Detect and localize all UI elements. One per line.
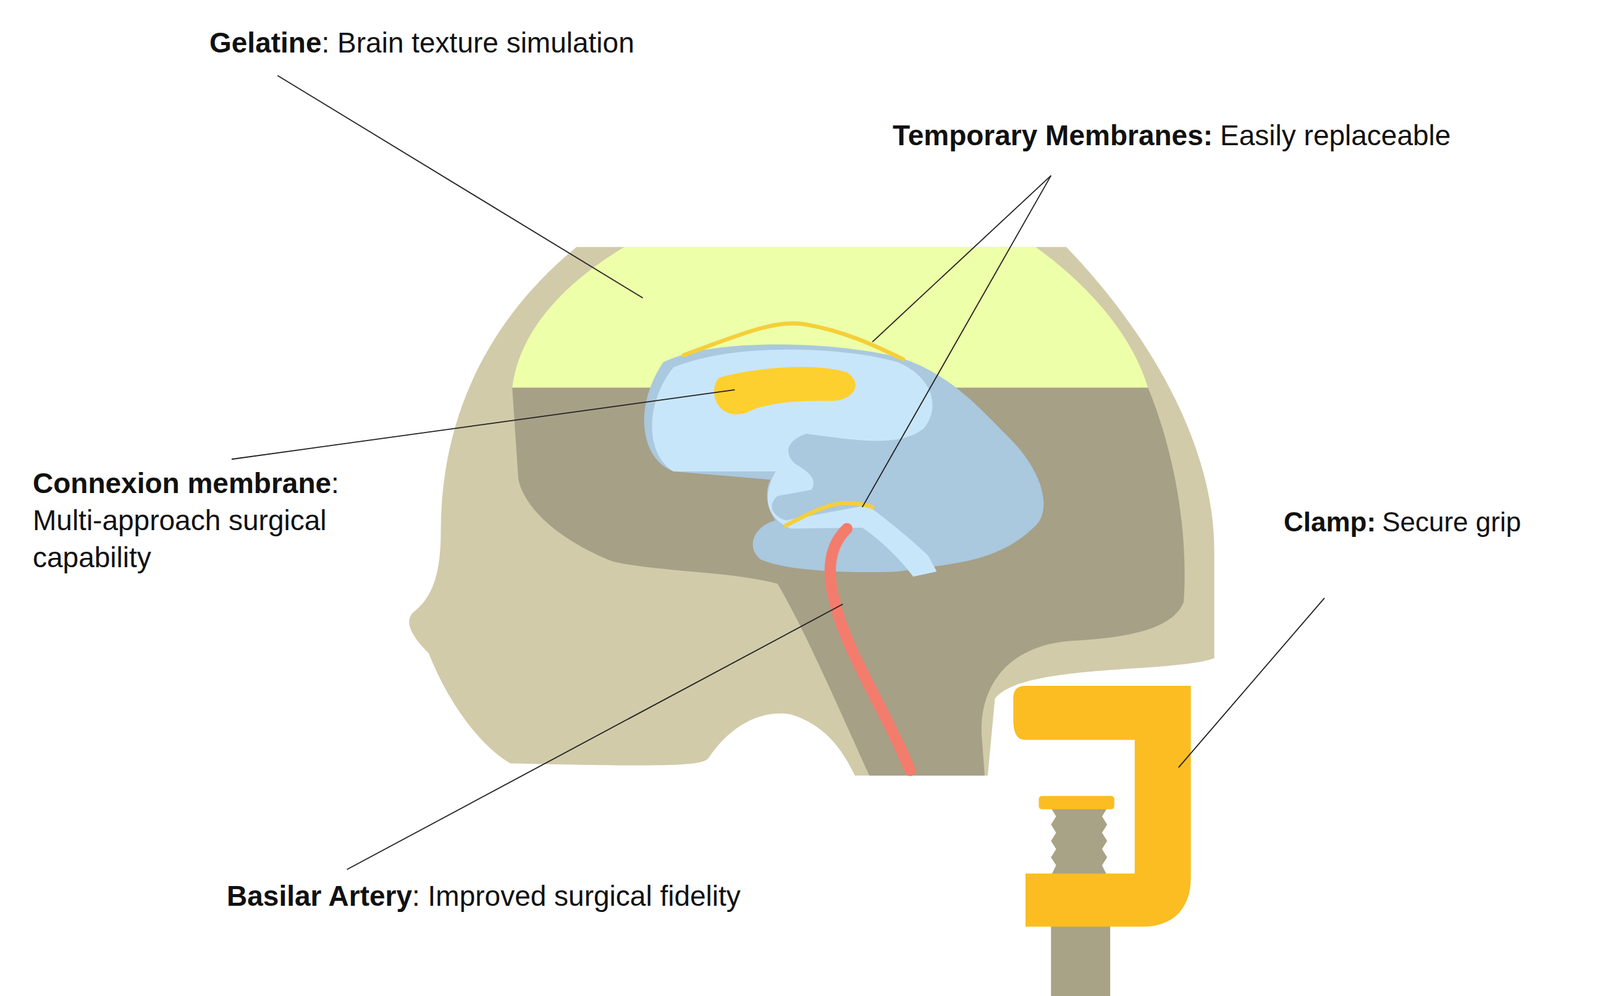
part-name: Temporary Membranes:	[892, 119, 1213, 152]
part-description: Easily replaceable	[1220, 119, 1451, 152]
callout-label: Basilar Artery: Improved surgical fideli…	[226, 877, 741, 915]
leader-lines	[231, 75, 1325, 870]
part-name: Gelatine	[209, 26, 322, 59]
leader-line	[231, 389, 735, 459]
leader-line	[862, 175, 1052, 508]
clamp-screw-cap	[1039, 795, 1115, 809]
ventricle	[651, 349, 937, 577]
part-description: Secure grip	[1381, 506, 1521, 537]
clamp-screw	[1050, 808, 1108, 876]
part-description: : Improved surgical fidelity	[412, 879, 741, 912]
clamp-post	[1050, 917, 1111, 996]
callout-label: Connexion membrane: Multi-approach surgi…	[32, 465, 401, 576]
part-description: : Brain texture simulation	[321, 26, 635, 59]
part-name: Connexion membrane	[32, 467, 332, 500]
callout-label: Gelatine: Brain texture simulation	[209, 24, 635, 62]
leader-line	[347, 604, 844, 870]
leader-line	[1178, 597, 1325, 768]
leader-line	[872, 175, 1051, 342]
part-name: Clamp:	[1283, 506, 1376, 537]
clamp	[1013, 685, 1191, 927]
part-name: Basilar Artery	[226, 879, 413, 912]
connexion-membrane	[714, 366, 856, 415]
callout-label: Clamp:Secure grip	[1283, 504, 1521, 540]
temporary-membrane	[683, 323, 904, 359]
callout-label: Temporary Membranes:Easily replaceable	[892, 117, 1451, 155]
temporary-membrane	[785, 502, 873, 526]
basilar-artery	[830, 528, 911, 771]
leader-line	[277, 75, 643, 298]
